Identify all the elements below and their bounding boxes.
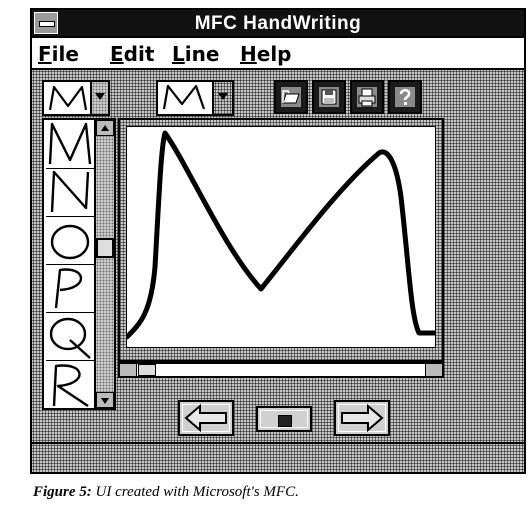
print-icon xyxy=(357,87,377,107)
print-button[interactable] xyxy=(350,80,384,114)
handwritten-glyph xyxy=(124,130,438,340)
letter-combo[interactable] xyxy=(42,80,110,116)
handwriting-canvas[interactable] xyxy=(124,126,438,348)
drawing-frame xyxy=(118,118,444,362)
combo-dropdown-button[interactable] xyxy=(90,82,108,114)
open-file-icon xyxy=(281,87,301,107)
glyph-m xyxy=(48,122,92,165)
list-item[interactable] xyxy=(46,216,96,265)
figure-caption: Figure 5: UI created with Microsoft's MF… xyxy=(33,484,299,500)
glyph-o xyxy=(50,224,90,260)
open-button[interactable] xyxy=(274,80,308,114)
status-bar xyxy=(32,442,524,472)
list-item[interactable] xyxy=(46,120,96,169)
scroll-right-button[interactable] xyxy=(425,364,442,376)
list-item[interactable] xyxy=(46,264,96,313)
canvas-horizontal-scrollbar[interactable] xyxy=(118,362,444,378)
menu-file[interactable]: File xyxy=(38,42,79,66)
chevron-down-icon xyxy=(95,93,105,100)
glyph-r xyxy=(52,364,89,407)
scroll-thumb[interactable] xyxy=(138,364,156,376)
menu-line[interactable]: Line xyxy=(172,42,220,66)
save-file-icon xyxy=(319,87,339,107)
arrow-right-icon xyxy=(341,403,384,433)
next-button[interactable] xyxy=(334,400,390,436)
current-char-value xyxy=(162,84,206,110)
scroll-thumb[interactable] xyxy=(96,238,114,258)
scroll-up-button[interactable] xyxy=(96,120,114,136)
glyph-p xyxy=(54,268,83,309)
stop-button[interactable] xyxy=(256,406,312,432)
stop-icon xyxy=(278,415,292,427)
scroll-left-button[interactable] xyxy=(120,364,137,376)
menu-bar: File Edit Line Help xyxy=(32,38,524,70)
letter-list-scrollbar[interactable] xyxy=(94,120,114,408)
system-menu-icon[interactable] xyxy=(34,12,58,34)
menu-help[interactable]: Help xyxy=(240,42,292,66)
menu-edit[interactable]: Edit xyxy=(110,42,155,66)
letter-combo-value xyxy=(48,85,88,111)
letter-list[interactable] xyxy=(42,118,116,410)
scroll-down-button[interactable] xyxy=(96,392,114,408)
current-char-combo[interactable] xyxy=(156,80,234,116)
help-icon xyxy=(395,87,415,107)
title-bar[interactable]: MFC HandWriting xyxy=(32,10,524,38)
chevron-down-icon xyxy=(218,93,228,100)
list-item[interactable] xyxy=(46,312,96,361)
glyph-n xyxy=(50,170,90,213)
previous-button[interactable] xyxy=(178,400,234,436)
glyph-q xyxy=(49,317,91,359)
list-item[interactable] xyxy=(46,360,96,408)
window-title: MFC HandWriting xyxy=(194,13,362,34)
list-item[interactable] xyxy=(46,168,96,217)
arrow-left-icon xyxy=(184,403,227,433)
save-button[interactable] xyxy=(312,80,346,114)
combo-dropdown-button[interactable] xyxy=(212,82,232,114)
app-window: MFC HandWriting File Edit Line Help xyxy=(30,8,526,474)
client-area xyxy=(32,70,524,472)
help-button[interactable] xyxy=(388,80,422,114)
